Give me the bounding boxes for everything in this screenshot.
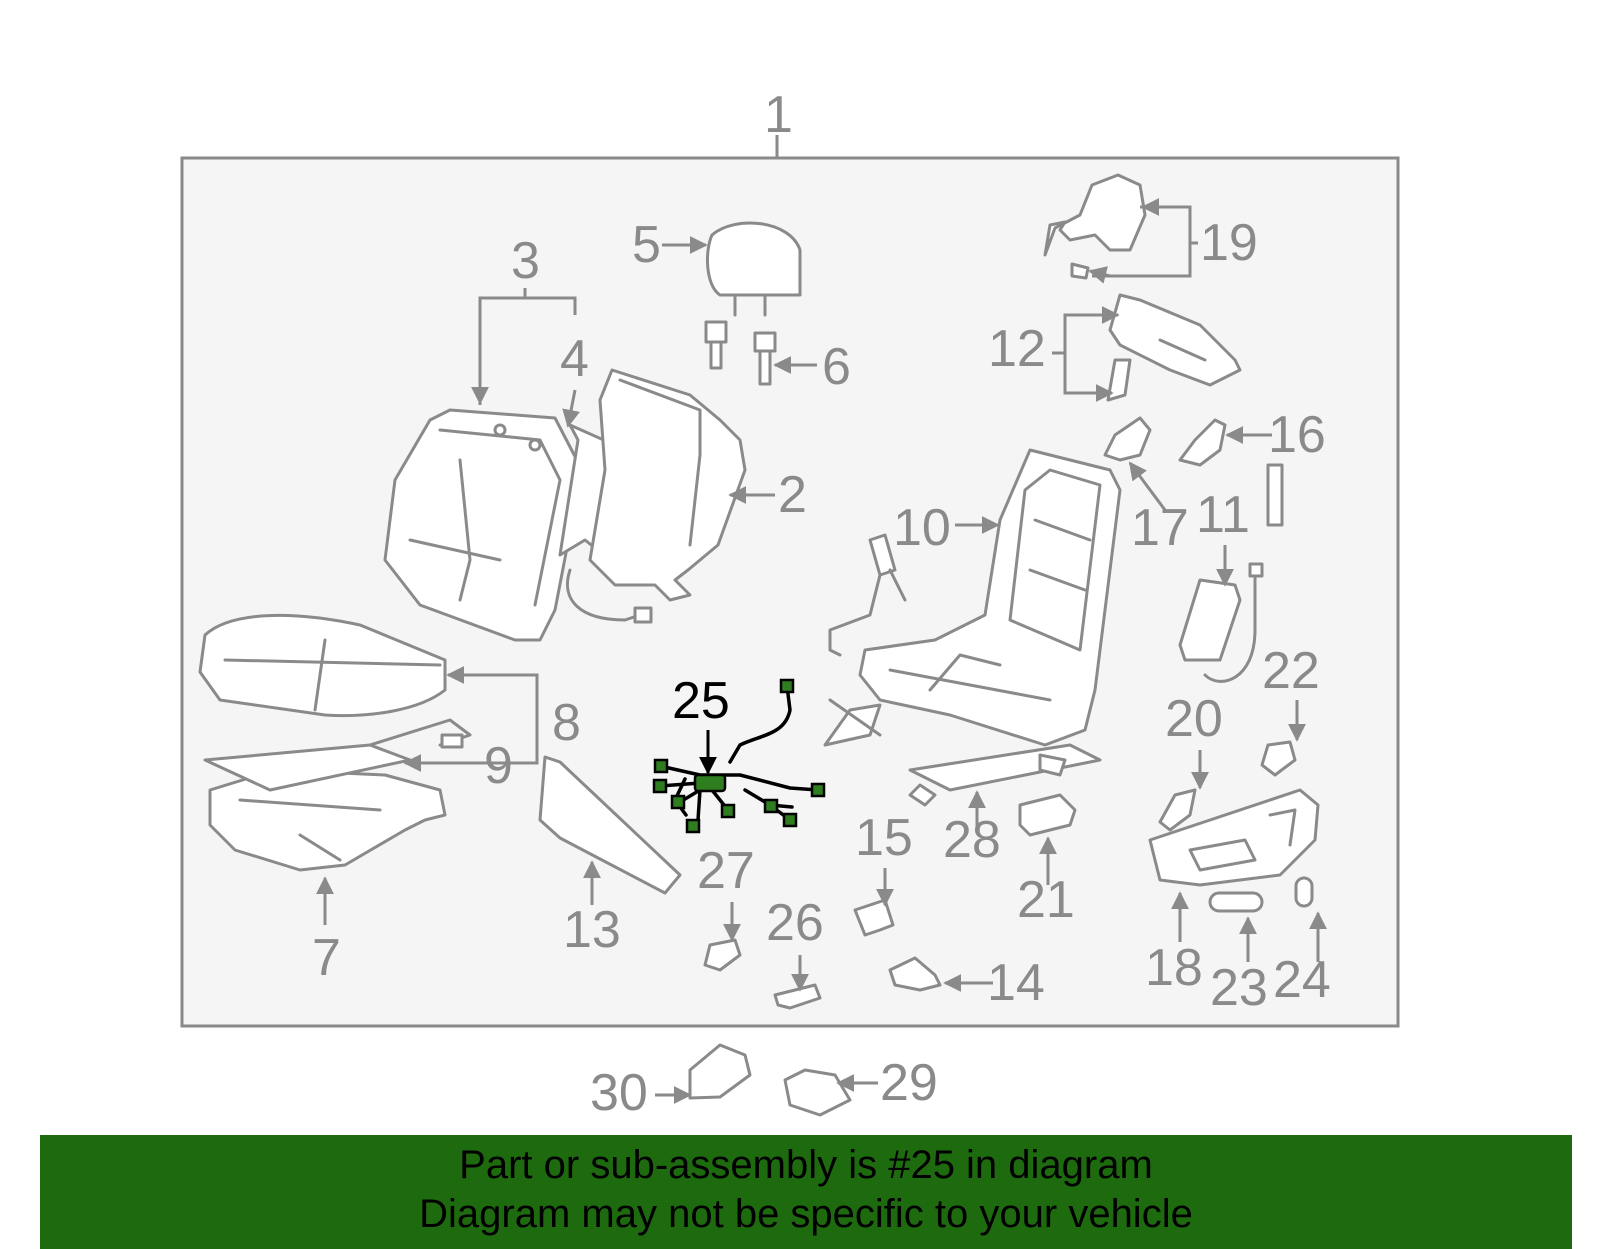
side-airbag-part: [1178, 463, 1284, 683]
callout-18: 18: [1145, 939, 1203, 997]
callout-22: 22: [1262, 642, 1320, 700]
recliner-cover-part: [1043, 173, 1147, 280]
callout-2: 2: [778, 466, 807, 524]
leader-lines: [316, 198, 1327, 1104]
callout-labels: 1 2 3 4 5 6 7 8 9 10 11 12 13 14 15 16 1…: [312, 86, 1331, 1122]
callout-26: 26: [766, 894, 824, 952]
callout-3: 3: [511, 232, 540, 290]
callout-28: 28: [943, 811, 1001, 869]
callout-8: 8: [552, 694, 581, 752]
seat-cushion-cover-part: [208, 768, 447, 872]
headrest-part: [706, 221, 802, 317]
bracket-part-21: [1018, 793, 1077, 837]
callout-4: 4: [560, 330, 589, 388]
side-shield-part: [1148, 788, 1320, 887]
banner-line-part-number: Part or sub-assembly is #25 in diagram: [459, 1143, 1153, 1187]
seat-rail-part: [908, 743, 1102, 807]
callout-1: 1: [764, 86, 793, 144]
side-trim-part: [538, 755, 682, 895]
seat-belt-buckle-part: [828, 533, 907, 657]
seat-frame-part: [823, 448, 1122, 747]
wire-harness-part: [652, 678, 826, 834]
knob-part-24: [1294, 876, 1314, 908]
callout-10: 10: [893, 499, 951, 557]
seat-back-cover-part: [383, 408, 584, 642]
callout-13: 13: [563, 901, 621, 959]
cover-part-16: [1178, 418, 1227, 467]
bracket-part-14: [888, 956, 942, 992]
callout-23: 23: [1210, 959, 1268, 1017]
cover-part-30: [688, 1043, 752, 1100]
seat-cushion-pad-part: [198, 613, 447, 718]
knob-part-23: [1208, 891, 1264, 913]
knob-part-20: [1158, 788, 1197, 832]
callout-17: 17: [1131, 499, 1189, 557]
callout-16: 16: [1268, 406, 1326, 464]
callout-15: 15: [855, 809, 913, 867]
seat-back-frame-part: [565, 368, 747, 624]
callout-19: 19: [1200, 214, 1258, 272]
banner-line-disclaimer: Diagram may not be specific to your vehi…: [419, 1192, 1193, 1236]
callout-25: 25: [672, 672, 730, 730]
callout-20: 20: [1165, 690, 1223, 748]
callout-12: 12: [988, 320, 1046, 378]
callout-21: 21: [1017, 871, 1075, 929]
part-notice-banner: Part or sub-assembly is #25 in diagram D…: [40, 1135, 1572, 1249]
cover-part-29: [783, 1068, 852, 1117]
headrest-guide-part: [704, 320, 777, 386]
callout-11: 11: [1196, 486, 1250, 544]
cover-part-17: [1103, 416, 1152, 462]
callout-29: 29: [880, 1054, 938, 1112]
callout-27: 27: [697, 842, 755, 900]
callout-24: 24: [1273, 951, 1331, 1009]
callout-6: 6: [822, 338, 851, 396]
callout-5: 5: [632, 216, 661, 274]
callout-7: 7: [312, 929, 341, 987]
callout-9: 9: [484, 737, 513, 795]
connector-part-22: [1260, 740, 1297, 777]
callout-30: 30: [590, 1064, 648, 1122]
callout-14: 14: [987, 954, 1045, 1012]
